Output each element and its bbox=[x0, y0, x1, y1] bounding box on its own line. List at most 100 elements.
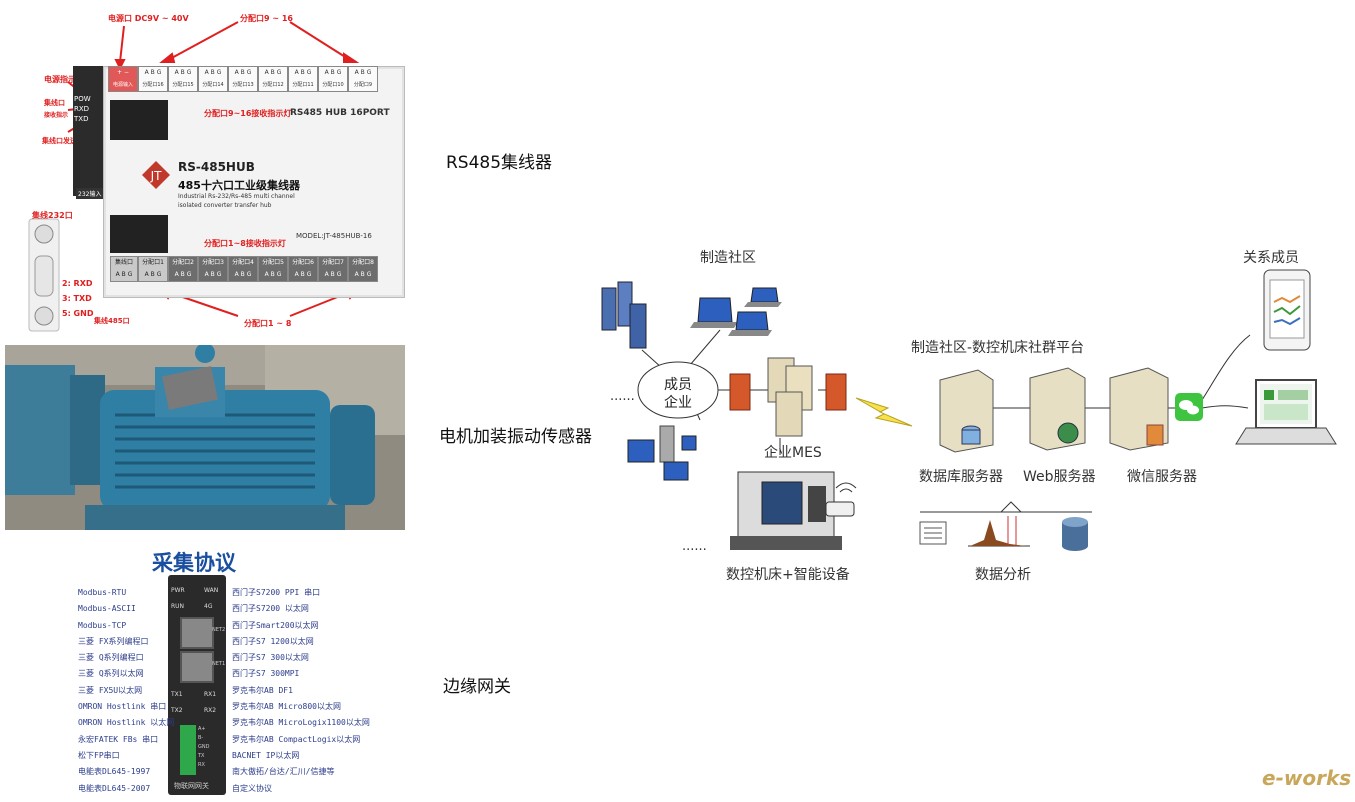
web-server-icon bbox=[1029, 367, 1086, 451]
led-9-16-annotation: 分配口9~16接收指示灯 bbox=[204, 109, 292, 118]
motor-photo bbox=[5, 345, 405, 530]
hub-status-leds: POW RXD TXD bbox=[74, 94, 91, 124]
smartphone-icon bbox=[1263, 269, 1311, 351]
ports-1-8-annotation: 分配口1 ~ 8 bbox=[244, 319, 292, 328]
svg-text:JT: JT bbox=[150, 169, 163, 183]
community-label: 制造社区 bbox=[700, 250, 756, 266]
collect-tx-annotation: 集线口发送指示 bbox=[42, 137, 91, 145]
collect-port-annotation: 集线口 bbox=[44, 99, 65, 107]
rs485-hub-label: RS485集线器 bbox=[446, 153, 553, 173]
hub-logo-icon: JT bbox=[142, 161, 170, 189]
motor-sensor-label: 电机加装振动传感器 bbox=[439, 427, 592, 447]
firewall-icons bbox=[729, 373, 847, 411]
hub-model-name: RS485 HUB 16PORT bbox=[290, 108, 390, 118]
pow-led-label: POW bbox=[74, 95, 91, 103]
db9-connector-icon bbox=[28, 218, 60, 332]
eworks-watermark-logo: e-works bbox=[1262, 766, 1352, 790]
hub-model-number: MODEL:JT-485HUB-16 bbox=[296, 232, 372, 240]
edge-gateway-label: 边缘网关 bbox=[443, 677, 511, 697]
rs485-hub-photo: 电源口 DC9V ~ 40V 分配口9 ~ 16 电源指示 集线口 接收指示 集… bbox=[28, 10, 405, 332]
web-server-label: Web服务器 bbox=[1023, 469, 1096, 485]
gateway-title: 采集协议 bbox=[152, 551, 236, 575]
database-server-icon bbox=[939, 369, 994, 453]
power-led-annotation: 电源指示 bbox=[44, 75, 76, 84]
collect-485-annotation: 集线485口 bbox=[94, 317, 130, 325]
list-icon bbox=[919, 521, 947, 545]
gateway-device-name: 物联网网关 bbox=[174, 782, 209, 790]
cnc-label: 数控机床+智能设备 bbox=[726, 567, 850, 583]
led-strip-1-8 bbox=[110, 215, 168, 253]
motor-illustration bbox=[5, 345, 405, 530]
hub-description: Industrial Rs-232/Rs-485 multi channel i… bbox=[178, 193, 295, 209]
desktop-pc-icons bbox=[627, 425, 697, 481]
wechat-server-label: 微信服务器 bbox=[1127, 469, 1197, 485]
wechat-server-icon bbox=[1109, 367, 1169, 451]
laptop-icons bbox=[690, 287, 782, 336]
related-members-label: 关系成员 bbox=[1243, 250, 1299, 266]
left-dots: ...... bbox=[610, 389, 635, 404]
txd-led-label: TXD bbox=[74, 115, 89, 123]
power-terminal: + −电源输入 bbox=[108, 66, 138, 92]
network-diagram: ...... ...... bbox=[601, 269, 1337, 554]
led-1-8-annotation: 分配口1~8接收指示灯 bbox=[204, 239, 286, 248]
wireless-link-icon bbox=[855, 397, 913, 427]
net1-label: NET1 bbox=[212, 661, 226, 667]
rs232-port-annotation: 集线232口 bbox=[32, 211, 73, 220]
wechat-icon bbox=[1175, 393, 1203, 421]
ports-9-16-annotation: 分配口9 ~ 16 bbox=[240, 14, 293, 23]
platform-label: 制造社区-数控机床社群平台 bbox=[911, 340, 1085, 356]
mes-label: 企业MES bbox=[764, 445, 822, 461]
right-protocol-list: 西门子S7200 PPI 串口西门子S7200 以太网西门子Smart200以太… bbox=[232, 588, 370, 793]
histogram-icon bbox=[968, 516, 1030, 547]
bottom-dots: ...... bbox=[682, 539, 707, 554]
gateway-terminal-block bbox=[180, 725, 196, 775]
db-server-label: 数据库服务器 bbox=[919, 469, 1003, 485]
database-icon bbox=[1062, 517, 1088, 551]
ethernet-port-2 bbox=[180, 617, 214, 649]
cnc-machine-icon bbox=[730, 471, 842, 550]
collect-rx-annotation: 接收指示 bbox=[44, 112, 69, 119]
db9-pin-annotations: 2: RXD 3: TXD 5: GND bbox=[62, 279, 94, 318]
server-rack-icons bbox=[601, 281, 647, 349]
rxd-led-label: RXD bbox=[74, 105, 90, 113]
rs232-input-label: 232输入 bbox=[76, 188, 104, 199]
data-analysis-label: 数据分析 bbox=[975, 567, 1031, 583]
hub-product-name: 485十六口工业级集线器 bbox=[178, 179, 300, 192]
member-enterprise-label: 成员企业 bbox=[664, 377, 692, 411]
led-strip-9-16 bbox=[110, 100, 168, 140]
power-port-annotation: 电源口 DC9V ~ 40V bbox=[108, 14, 189, 23]
ethernet-port-1 bbox=[180, 651, 214, 683]
wifi-router-icon bbox=[825, 482, 857, 517]
monitor-laptop-icon bbox=[1235, 379, 1337, 445]
hub-brand: RS-485HUB bbox=[178, 160, 255, 174]
mes-server-icons bbox=[767, 357, 813, 437]
net2-label: NET2 bbox=[212, 627, 226, 633]
